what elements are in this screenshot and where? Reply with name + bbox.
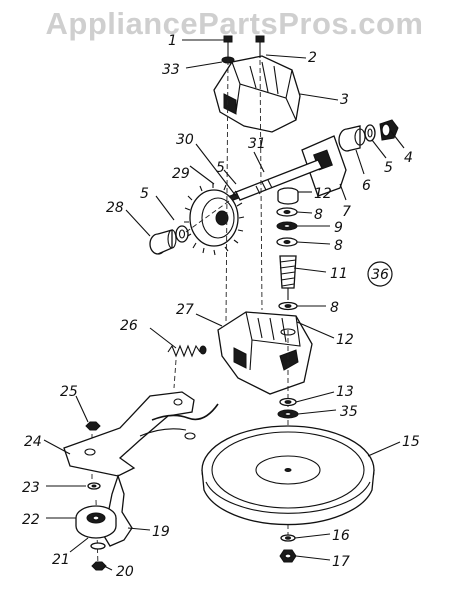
label-1: 1 [168, 33, 177, 49]
label-19: 19 [152, 524, 170, 540]
washer-5-right[interactable] [364, 124, 376, 142]
idler-pulley-22[interactable] [75, 505, 117, 539]
spring-26[interactable] [167, 344, 207, 358]
worm-11[interactable] [279, 255, 297, 300]
washer-5-left[interactable] [175, 225, 189, 243]
label-9: 9 [334, 220, 343, 236]
label-15: 15 [402, 434, 420, 450]
bushing-28[interactable] [149, 229, 177, 255]
label-12-bottom: 12 [336, 332, 354, 348]
watermark-text: AppliancePartsPros.com [45, 6, 424, 41]
label-21: 21 [52, 552, 70, 568]
label-35: 35 [340, 404, 358, 420]
label-31: 31 [248, 136, 266, 152]
label-3: 3 [340, 92, 349, 108]
label-22: 22 [22, 512, 40, 528]
label-12-top: 12 [314, 186, 332, 202]
washer-8-c[interactable] [278, 301, 298, 311]
gear-29[interactable] [184, 183, 245, 256]
label-27: 27 [176, 302, 194, 318]
washer-16[interactable] [280, 534, 296, 542]
label-8-c: 8 [330, 300, 339, 316]
label-7: 7 [342, 204, 351, 220]
label-8-a: 8 [314, 207, 323, 223]
label-26: 26 [120, 318, 138, 334]
label-25: 25 [60, 384, 78, 400]
bolt-20[interactable] [91, 561, 107, 571]
screw-1[interactable] [223, 35, 233, 58]
label-23: 23 [22, 480, 40, 496]
upper-gear-housing[interactable] [213, 55, 301, 133]
label-4: 4 [404, 150, 413, 166]
nut-17[interactable] [279, 549, 297, 563]
label-5-mid: 5 [216, 160, 225, 176]
label-5-right: 5 [384, 160, 393, 176]
washer-23[interactable] [87, 482, 101, 490]
lower-gear-housing-27[interactable] [217, 311, 313, 395]
pulley-15[interactable] [201, 425, 375, 526]
label-30: 30 [176, 132, 194, 148]
clip-19[interactable] [103, 473, 133, 547]
lever-bracket-24[interactable] [63, 391, 219, 477]
label-24: 24 [24, 434, 42, 450]
label-16: 16 [332, 528, 350, 544]
bolt-25[interactable] [85, 421, 101, 431]
label-29: 29 [172, 166, 190, 182]
label-2: 2 [308, 50, 317, 66]
group-badge: 36 [367, 261, 393, 287]
washer-8-b[interactable] [276, 237, 298, 247]
group-badge-text: 36 [371, 267, 389, 283]
label-13: 13 [336, 384, 354, 400]
bushing-12-top[interactable] [277, 187, 299, 205]
screw-2[interactable] [255, 35, 265, 58]
washer-21[interactable] [90, 542, 106, 550]
washer-13[interactable] [279, 397, 297, 407]
label-8-b: 8 [334, 238, 343, 254]
label-20: 20 [116, 564, 134, 580]
label-33: 33 [162, 62, 180, 78]
label-6: 6 [362, 178, 371, 194]
label-11: 11 [330, 266, 348, 282]
washer-8-a[interactable] [276, 207, 298, 217]
washer-9[interactable] [276, 221, 298, 231]
bearing-6[interactable] [338, 125, 366, 152]
label-28: 28 [106, 200, 124, 216]
label-17: 17 [332, 554, 350, 570]
washer-35[interactable] [277, 409, 299, 419]
label-5-left: 5 [140, 186, 149, 202]
